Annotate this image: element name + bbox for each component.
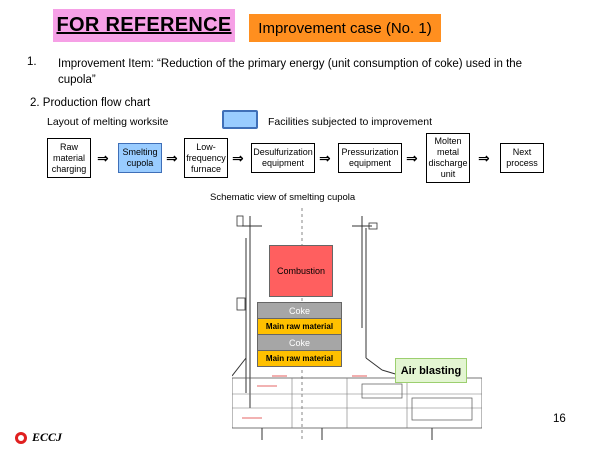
flow-arrow: ⇒ bbox=[97, 150, 109, 166]
flow-step-label: Raw material charging bbox=[51, 141, 87, 174]
combustion-zone: Combustion bbox=[269, 245, 333, 297]
flow-step-molten-metal-discharge: Molten metal discharge unit bbox=[426, 133, 470, 183]
layout-label: Layout of melting worksite bbox=[47, 116, 169, 128]
air-blasting-label-box: Air blasting bbox=[395, 358, 467, 383]
coke-layer: Coke bbox=[257, 302, 342, 319]
improvement-legend-swatch bbox=[222, 110, 258, 129]
improvement-case-label: Improvement case (No. 1) bbox=[258, 19, 432, 37]
coke-label: Coke bbox=[288, 305, 310, 316]
main-raw-material-layer: Main raw material bbox=[257, 318, 342, 335]
improvement-item-text: Improvement Item: “Reduction of the prim… bbox=[58, 58, 523, 86]
flow-step-label: Desulfurization equipment bbox=[253, 147, 313, 168]
flow-step-smelting-cupola: Smelting cupola bbox=[118, 143, 162, 173]
flow-step-label: Molten metal discharge unit bbox=[428, 136, 468, 179]
improvement-legend-label: Facilities subjected to improvement bbox=[268, 116, 432, 128]
main-raw-material-layer: Main raw material bbox=[257, 350, 342, 367]
flow-step-label: Smelting cupola bbox=[122, 147, 158, 168]
improvement-case-badge: Improvement case (No. 1) bbox=[249, 14, 441, 42]
flow-step-desulfurization: Desulfurization equipment bbox=[251, 143, 315, 173]
flow-step-label: Next process bbox=[506, 147, 538, 168]
flow-step-label: Pressurization equipment bbox=[341, 147, 399, 168]
flow-arrow: ⇒ bbox=[166, 150, 178, 166]
for-reference-label: FOR REFERENCE bbox=[56, 14, 232, 36]
flow-step-label: Low-frequency furnace bbox=[186, 141, 226, 174]
eccj-logo: ECCJ bbox=[15, 430, 62, 445]
flow-arrow: ⇒ bbox=[406, 150, 418, 166]
page-number: 16 bbox=[553, 413, 566, 425]
flow-arrow: ⇒ bbox=[319, 150, 331, 166]
eccj-logo-text: ECCJ bbox=[32, 430, 63, 444]
air-blasting-label: Air blasting bbox=[400, 364, 462, 377]
flow-step-low-frequency-furnace: Low-frequency furnace bbox=[184, 138, 228, 178]
improvement-item-number: 1. bbox=[27, 56, 37, 68]
eccj-logo-icon bbox=[15, 431, 27, 444]
flow-arrow: ⇒ bbox=[232, 150, 244, 166]
flow-arrow: ⇒ bbox=[478, 150, 490, 166]
flow-chart-title: 2. Production flow chart bbox=[30, 97, 151, 109]
main-raw-material-label: Main raw material bbox=[265, 354, 334, 363]
combustion-label: Combustion bbox=[276, 266, 326, 276]
schematic-title: Schematic view of smelting cupola bbox=[210, 192, 356, 203]
main-raw-material-label: Main raw material bbox=[265, 322, 334, 331]
flow-step-next-process: Next process bbox=[500, 143, 544, 173]
coke-label: Coke bbox=[288, 337, 310, 348]
coke-layer: Coke bbox=[257, 334, 342, 351]
for-reference-badge: FOR REFERENCE bbox=[53, 9, 235, 42]
flow-step-pressurization: Pressurization equipment bbox=[338, 143, 402, 173]
flow-step-raw-material-charging: Raw material charging bbox=[47, 138, 91, 178]
